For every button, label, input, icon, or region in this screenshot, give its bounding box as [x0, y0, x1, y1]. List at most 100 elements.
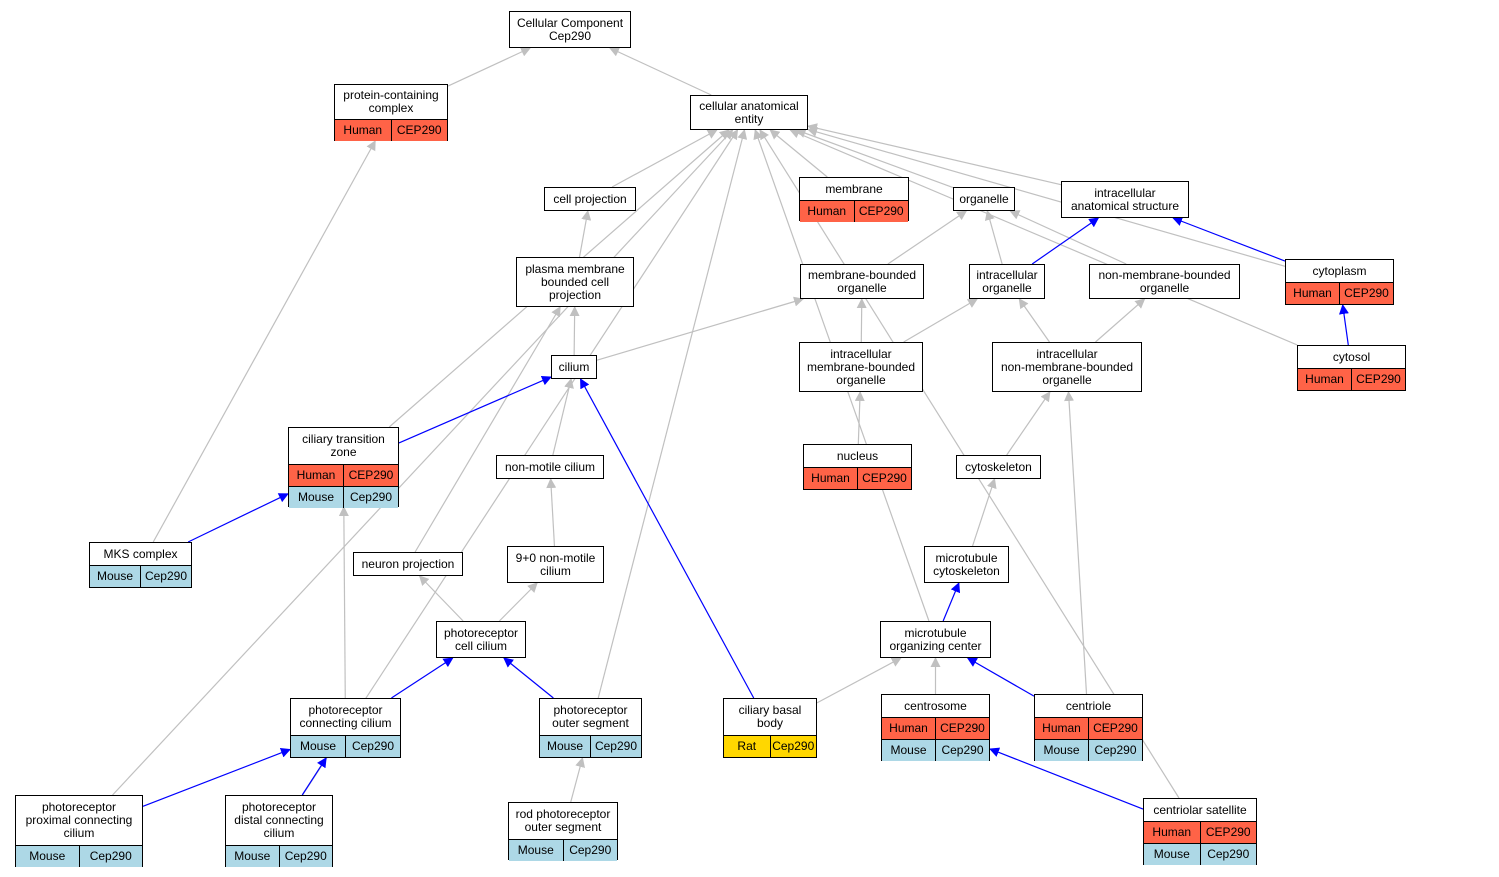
- node-ppcc[interactable]: photoreceptor proximal connecting cilium…: [15, 795, 143, 867]
- species-cell: Human: [804, 468, 857, 489]
- edge-ctz-to-cilium: [398, 375, 552, 444]
- edge-cae-to-cc: [608, 47, 712, 96]
- gene-cell: CEP290: [935, 718, 989, 739]
- edge-ias-to-cae: [807, 123, 1062, 186]
- node-imbo[interactable]: intracellular membrane-bounded organelle: [799, 342, 923, 392]
- edge-io-to-organelle: [984, 210, 1003, 265]
- edge-ppcc-to-cae: [112, 129, 734, 796]
- node-label: centriolar satellite: [1153, 802, 1247, 817]
- node-nine[interactable]: 9+0 non-motile cilium: [507, 546, 604, 583]
- species-cell: Mouse: [509, 840, 563, 861]
- node-pmbcp[interactable]: plasma membrane bounded cell projection: [516, 257, 634, 307]
- node-label: plasma membrane bounded cell projection: [525, 262, 625, 302]
- node-np[interactable]: neuron projection: [353, 552, 463, 576]
- edge-centriole-to-inmbo: [1064, 391, 1088, 695]
- edge-imbo-to-io: [903, 298, 978, 343]
- node-label: organelle: [959, 192, 1009, 206]
- node-label: non-motile cilium: [504, 460, 596, 474]
- node-label: cell projection: [553, 192, 627, 206]
- edge-inmbo-to-io: [1018, 298, 1050, 343]
- node-cilium[interactable]: cilium: [551, 355, 597, 379]
- node-label: photoreceptor proximal connecting cilium: [25, 800, 133, 840]
- node-label: photoreceptor distal connecting cilium: [234, 800, 324, 840]
- node-label: rod photoreceptor outer segment: [515, 807, 611, 834]
- species-cell: Human: [1286, 283, 1339, 304]
- species-cell: Mouse: [882, 740, 935, 761]
- edge-nmbo-to-organelle: [1009, 210, 1127, 265]
- node-mtoc[interactable]: microtubule organizing center: [880, 621, 991, 658]
- species-cell: Mouse: [540, 736, 590, 757]
- edge-nine-to-nmc: [546, 478, 557, 547]
- node-label: cytoplasm: [1312, 263, 1367, 278]
- gene-cell: Cep290: [769, 736, 816, 757]
- edge-inmbo-to-nmbo: [1095, 298, 1146, 343]
- node-nmc[interactable]: non-motile cilium: [496, 455, 604, 479]
- node-organelle[interactable]: organelle: [953, 187, 1015, 211]
- node-cc[interactable]: Cellular Component Cep290: [509, 11, 631, 48]
- edge-centriole-to-mtoc: [966, 657, 1035, 697]
- node-io[interactable]: intracellular organelle: [969, 264, 1045, 299]
- edge-cytosol-to-cae: [789, 128, 1298, 346]
- node-label: centrosome: [904, 698, 967, 713]
- gene-cell: Cep290: [1199, 844, 1256, 865]
- edge-cilium-to-mbo: [596, 296, 805, 361]
- edge-cilium-to-pmbcp: [569, 306, 580, 356]
- species-cell: Mouse: [291, 736, 345, 757]
- node-inmbo[interactable]: intracellular non-membrane-bounded organ…: [992, 342, 1142, 392]
- edge-imbo-to-mbo: [856, 298, 867, 343]
- edge-pconn-to-pcil: [391, 657, 454, 699]
- edge-cytosol-to-cytoplasm: [1339, 304, 1349, 346]
- node-label: cytoskeleton: [965, 460, 1032, 474]
- edge-nmc-to-cilium: [552, 378, 574, 456]
- gene-cell: Cep290: [935, 740, 989, 761]
- edge-mtoc-to-mtcs: [942, 582, 961, 622]
- node-pcil[interactable]: photoreceptor cell cilium: [436, 621, 526, 658]
- edge-io-to-ias: [1031, 217, 1100, 265]
- node-ias[interactable]: intracellular anatomical structure: [1061, 181, 1189, 218]
- node-label: intracellular non-membrane-bounded organ…: [1000, 347, 1134, 387]
- edge-cp-to-cae: [611, 129, 718, 188]
- gene-cell: Cep290: [278, 846, 332, 867]
- node-cae[interactable]: cellular anatomical entity: [690, 95, 808, 130]
- node-nmbo[interactable]: non-membrane-bounded organelle: [1089, 264, 1240, 299]
- node-label: cellular anatomical entity: [699, 99, 799, 126]
- node-cp[interactable]: cell projection: [544, 187, 636, 211]
- edge-mks-to-ctz: [187, 493, 289, 543]
- edge-cytoskeleton-to-inmbo: [1006, 391, 1051, 456]
- gene-cell: CEP290: [857, 468, 911, 489]
- node-mbo[interactable]: membrane-bounded organelle: [800, 264, 924, 299]
- gene-cell: CEP290: [343, 465, 398, 486]
- node-mtcs[interactable]: microtubule cytoskeleton: [924, 546, 1009, 583]
- edge-mks-to-pcc: [152, 140, 376, 543]
- node-cytoskeleton[interactable]: cytoskeleton: [956, 455, 1041, 479]
- edge-cytoplasm-to-cae: [807, 127, 1286, 267]
- species-cell: Mouse: [90, 566, 140, 587]
- gene-cell: CEP290: [1339, 283, 1393, 304]
- node-label: photoreceptor cell cilium: [443, 626, 519, 653]
